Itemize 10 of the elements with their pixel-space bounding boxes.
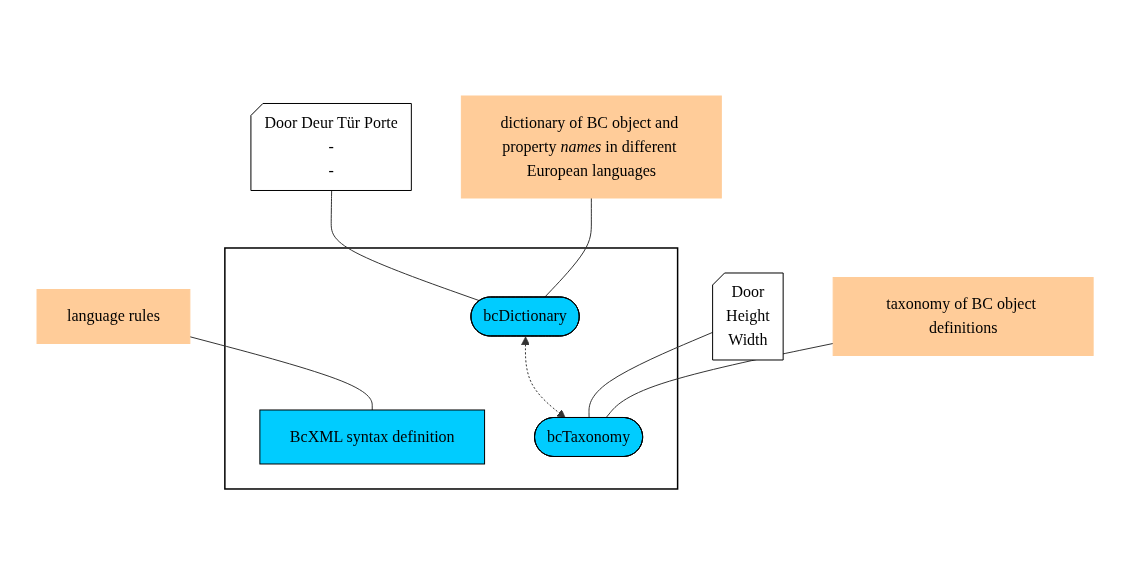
connector (189, 336, 373, 411)
connector (588, 331, 714, 419)
connector (543, 197, 592, 298)
node-box: dictionary of BC object and property names in different European languages (460, 95, 722, 199)
cluster (224, 247, 679, 490)
arrow (521, 336, 566, 419)
connector (330, 190, 481, 302)
node-box: language rules (36, 289, 191, 344)
node-box: taxonomy of BC object definitions (832, 277, 1094, 356)
node-box: BcXML syntax definition (259, 409, 485, 465)
